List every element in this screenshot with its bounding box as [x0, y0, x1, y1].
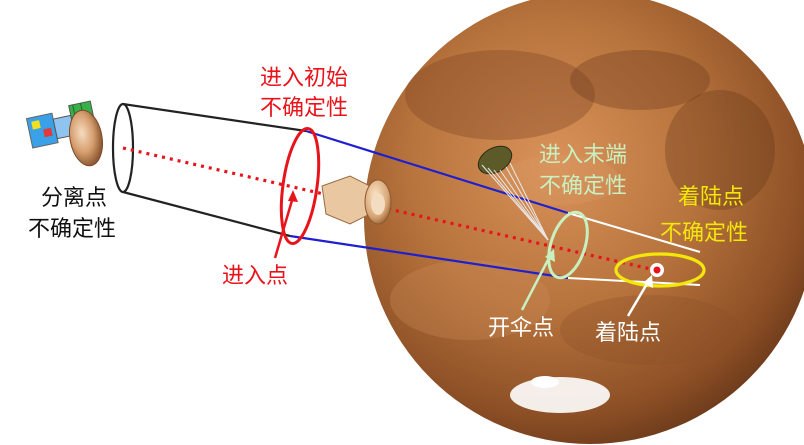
label-entry-terminal-uncertainty: 进入末端 不确定性 — [539, 143, 627, 199]
svg-text:不确定性: 不确定性 — [660, 221, 748, 246]
landing-point-marker — [650, 263, 664, 277]
parachute-ellipse — [547, 210, 589, 280]
landing-point-arrow — [626, 275, 653, 317]
entry-uncertainty-ellipse — [279, 127, 321, 245]
parachute-point-arrow — [520, 249, 555, 311]
mars-planet — [364, 0, 804, 444]
svg-text:不确定性: 不确定性 — [28, 217, 116, 242]
svg-text:分离点: 分离点 — [41, 186, 107, 211]
svg-text:进入初始: 进入初始 — [260, 66, 348, 91]
parachute-icon — [477, 145, 549, 241]
landing-uncertainty-ellipse — [614, 252, 706, 288]
svg-text:不确定性: 不确定性 — [260, 96, 348, 121]
label-separation-uncertainty: 分离点 不确定性 — [28, 186, 116, 242]
label-landing-uncertainty: 着陆点 不确定性 — [660, 185, 748, 246]
svg-text:进入末端: 进入末端 — [539, 143, 627, 168]
label-entry-point: 进入点 — [222, 264, 288, 289]
label-parachute-point: 开伞点 — [488, 316, 554, 341]
polar-cap — [510, 376, 610, 413]
entry-capsule-icon — [321, 175, 392, 225]
separation-cone — [111, 102, 307, 238]
entry-point-arrow — [273, 190, 298, 259]
svg-text:不确定性: 不确定性 — [539, 174, 627, 199]
label-entry-initial-uncertainty: 进入初始 不确定性 — [260, 66, 348, 121]
mars-probe-icon — [25, 100, 103, 167]
label-landing-point: 着陆点 — [595, 321, 661, 346]
svg-text:着陆点: 着陆点 — [678, 185, 744, 210]
